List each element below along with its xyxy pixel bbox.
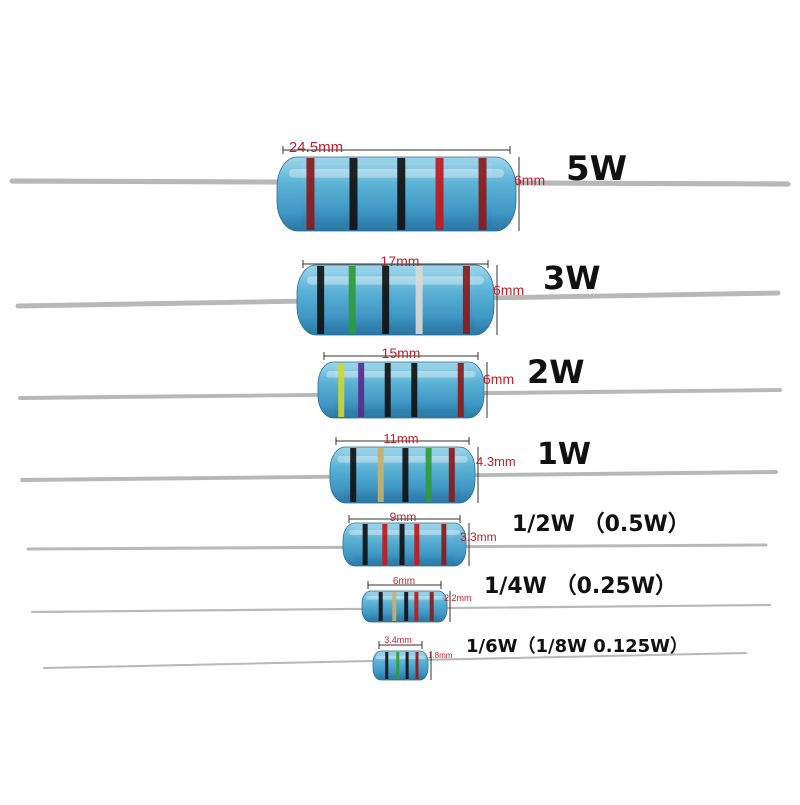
length-label-half-w: 9mm bbox=[389, 510, 417, 524]
color-band-5w-2 bbox=[349, 158, 358, 230]
diameter-label-quarter-w: 2.2mm bbox=[444, 593, 472, 603]
resistor-core-2w bbox=[334, 366, 468, 414]
color-band-5w-5 bbox=[478, 158, 487, 230]
power-label-half-w: 1/2W （0.5W） bbox=[512, 512, 690, 537]
color-band-3w-3 bbox=[382, 266, 390, 334]
length-label-3w: 17mm bbox=[380, 253, 420, 269]
color-band-5w-1 bbox=[306, 158, 315, 230]
power-label-2w: 2W bbox=[527, 353, 585, 391]
power-label-3w: 3W bbox=[543, 259, 601, 297]
diameter-label-sixth-w: 1.8mm bbox=[428, 651, 453, 660]
color-band-2w-3 bbox=[384, 363, 391, 417]
power-label-1w: 1W bbox=[537, 437, 591, 472]
color-band-quarter-w-2 bbox=[392, 592, 397, 621]
color-band-half-w-5 bbox=[441, 524, 447, 565]
power-label-sixth-w: 1/6W（1/8W 0.125W） bbox=[466, 636, 689, 657]
color-band-half-w-2 bbox=[382, 524, 388, 565]
color-band-5w-3 bbox=[397, 158, 406, 230]
color-band-3w-1 bbox=[317, 266, 325, 334]
resistor-core-5w bbox=[300, 162, 493, 226]
resistor-highlight-3w bbox=[306, 276, 485, 285]
power-label-5w: 5W bbox=[566, 149, 628, 189]
length-label-5w: 24.5mm bbox=[288, 139, 344, 156]
color-band-quarter-w-4 bbox=[414, 592, 419, 621]
diameter-label-5w: 6mm bbox=[514, 172, 546, 188]
diameter-label-3w: 6mm bbox=[493, 282, 525, 298]
power-label-quarter-w: 1/4W （0.25W） bbox=[484, 574, 678, 599]
color-band-1w-4 bbox=[425, 448, 432, 502]
diameter-label-1w: 4.3mm bbox=[476, 454, 516, 469]
color-band-3w-2 bbox=[348, 266, 356, 334]
color-band-2w-4 bbox=[411, 363, 418, 417]
color-band-sixth-w-2 bbox=[396, 652, 400, 679]
resistor-highlight-5w bbox=[288, 168, 505, 178]
color-band-sixth-w-3 bbox=[405, 652, 409, 679]
color-band-quarter-w-1 bbox=[378, 592, 383, 621]
color-band-quarter-w-3 bbox=[404, 592, 409, 621]
color-band-5w-4 bbox=[435, 158, 444, 230]
color-band-half-w-1 bbox=[362, 524, 368, 565]
color-band-1w-1 bbox=[350, 448, 357, 502]
color-band-1w-3 bbox=[402, 448, 409, 502]
length-label-2w: 15mm bbox=[381, 345, 421, 361]
diameter-label-2w: 6mm bbox=[483, 371, 515, 387]
color-band-3w-5 bbox=[462, 266, 470, 334]
resistor-core-3w bbox=[316, 270, 475, 330]
color-band-1w-2 bbox=[377, 448, 384, 502]
color-band-half-w-3 bbox=[399, 524, 405, 565]
length-label-quarter-w: 6mm bbox=[392, 576, 416, 587]
color-band-2w-2 bbox=[358, 363, 365, 417]
color-band-2w-5 bbox=[457, 363, 464, 417]
color-band-quarter-w-5 bbox=[429, 592, 434, 621]
color-band-sixth-w-4 bbox=[415, 652, 419, 679]
color-band-1w-5 bbox=[448, 448, 455, 502]
color-band-3w-4 bbox=[415, 266, 423, 334]
length-label-1w: 11mm bbox=[383, 431, 419, 446]
diameter-label-half-w: 3.3mm bbox=[460, 530, 497, 544]
length-label-sixth-w: 3.4mm bbox=[384, 635, 412, 645]
color-band-half-w-4 bbox=[414, 524, 420, 565]
color-band-sixth-w-1 bbox=[385, 652, 389, 679]
resistor-highlight-2w bbox=[326, 370, 476, 378]
color-band-2w-1 bbox=[338, 363, 345, 417]
